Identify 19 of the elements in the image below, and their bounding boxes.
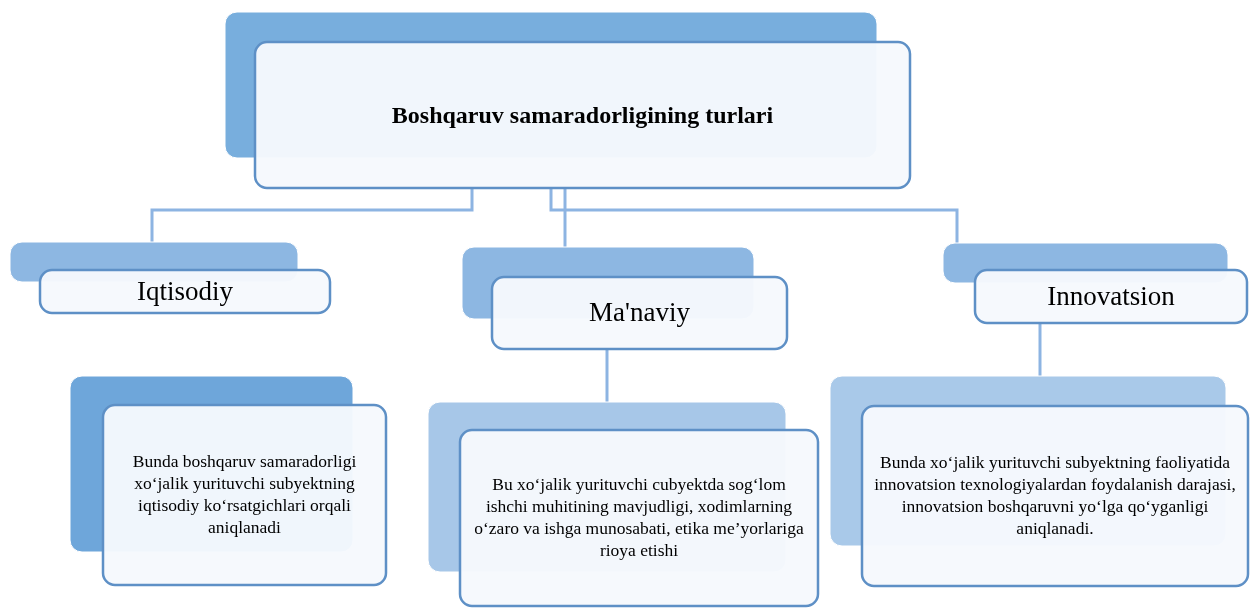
- connector-line: [605, 350, 609, 402]
- node-title: Iqtisodiy: [137, 276, 233, 307]
- node-title: Innovatsion: [1047, 281, 1175, 312]
- card-node: [70, 376, 387, 586]
- node-title: Ma'naviy: [589, 298, 690, 328]
- node-description: Bu xo‘jalik yurituvchi cubyektda sog‘lom ishchi muhitining mavjudligi, xodimlarning o‘zaro va ishga munosabati, etika me’yorlariga rioya etishi: [474, 474, 804, 562]
- connector-line: [1038, 324, 1042, 376]
- node-description: Bunda boshqaruv samaradorligi xo‘jalik yurituvchi subyektning iqtisodiy ko‘rsatgichlari orqali aniqlanadi: [131, 451, 358, 539]
- card-node: [943, 243, 1249, 324]
- card-node: [428, 402, 819, 607]
- card-node: [830, 376, 1249, 587]
- node-title: Boshqaruv samaradorligining turlari: [391, 101, 774, 129]
- connector-line: [563, 189, 567, 247]
- connector-line: [150, 189, 474, 242]
- node-description: Bunda xo‘jalik yurituvchi subyektning faoliyatida innovatsion texnologiyalardan foydalanish darajasi, innovatsion boshqaruvni yo‘lga qo‘yganligi aniqlanadi.: [873, 452, 1237, 540]
- card-node: [462, 247, 788, 350]
- card-node: [10, 242, 331, 314]
- connector-line: [549, 189, 959, 243]
- card-node: [225, 12, 912, 189]
